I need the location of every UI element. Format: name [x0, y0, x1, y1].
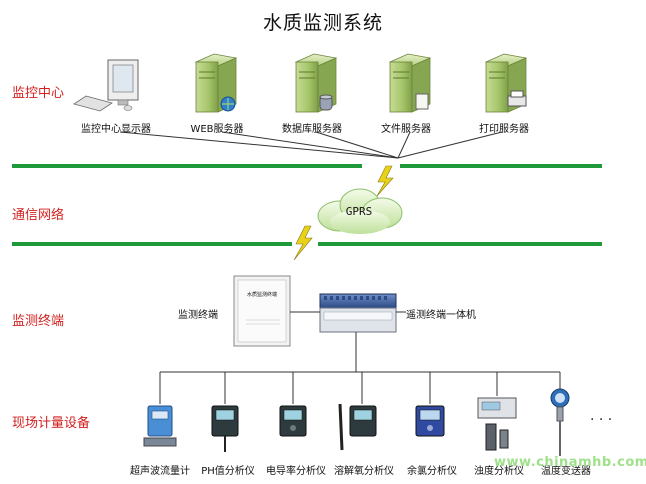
server-fan-lines	[119, 131, 503, 159]
db-server-label: 数据库服务器	[282, 124, 342, 135]
conductivity-analyzer-icon	[279, 405, 307, 437]
print-server-icon	[484, 53, 528, 113]
ph-analyzer-icon	[211, 405, 239, 452]
database-server-icon	[294, 53, 338, 113]
monitor-computer-icon	[73, 59, 139, 112]
rtu-label: 遥测终端一体机	[406, 310, 476, 321]
instrument-label: 浊度分析仪	[474, 466, 524, 477]
rtu-device-icon	[319, 293, 397, 333]
instrument-label: 溶解氧分析仪	[334, 466, 394, 477]
more-devices-ellipsis: · · ·	[590, 412, 613, 428]
instrument-label: 电导率分析仪	[266, 466, 326, 477]
instrument-label: PH值分析仪	[201, 466, 255, 477]
layer-label-center: 监控中心	[12, 86, 65, 101]
file-server-label: 文件服务器	[381, 124, 431, 135]
temperature-transmitter-icon	[550, 388, 570, 456]
instrument-label: 余氯分析仪	[407, 466, 457, 477]
file-server-icon	[388, 53, 432, 113]
print-server-label: 打印服务器	[479, 124, 529, 135]
watermark: www.chinamhb.com	[494, 455, 646, 470]
gprs-label: GPRS	[345, 205, 373, 218]
gprs-cloud-icon	[317, 188, 403, 234]
ultrasonic-flowmeter-icon	[143, 405, 177, 447]
instrument-drop-lines	[159, 372, 561, 404]
lightning-top-icon	[376, 165, 394, 197]
dissolved-oxygen-analyzer-icon	[338, 403, 377, 451]
lightning-bottom-icon	[293, 225, 313, 261]
cabinet-label: 监测终端	[178, 310, 218, 321]
layer-label-network: 通信网络	[12, 208, 65, 223]
diagram-title: 水质监测系统	[262, 12, 383, 34]
web-server-label: WEB服务器	[190, 124, 244, 135]
cabinet-plate: 水质监测终端	[246, 292, 278, 298]
residual-chlorine-analyzer-icon	[415, 405, 445, 437]
monitor-label: 监控中心显示器	[81, 124, 151, 135]
turbidity-analyzer-icon	[477, 397, 517, 451]
layer-label-terminal: 监测终端	[12, 314, 65, 329]
instrument-label: 超声波流量计	[130, 466, 190, 477]
monitoring-cabinet-icon	[233, 275, 291, 347]
instrument-label: 温度变送器	[541, 466, 591, 477]
web-server-icon	[194, 53, 238, 113]
layer-label-field: 现场计量设备	[12, 416, 91, 431]
